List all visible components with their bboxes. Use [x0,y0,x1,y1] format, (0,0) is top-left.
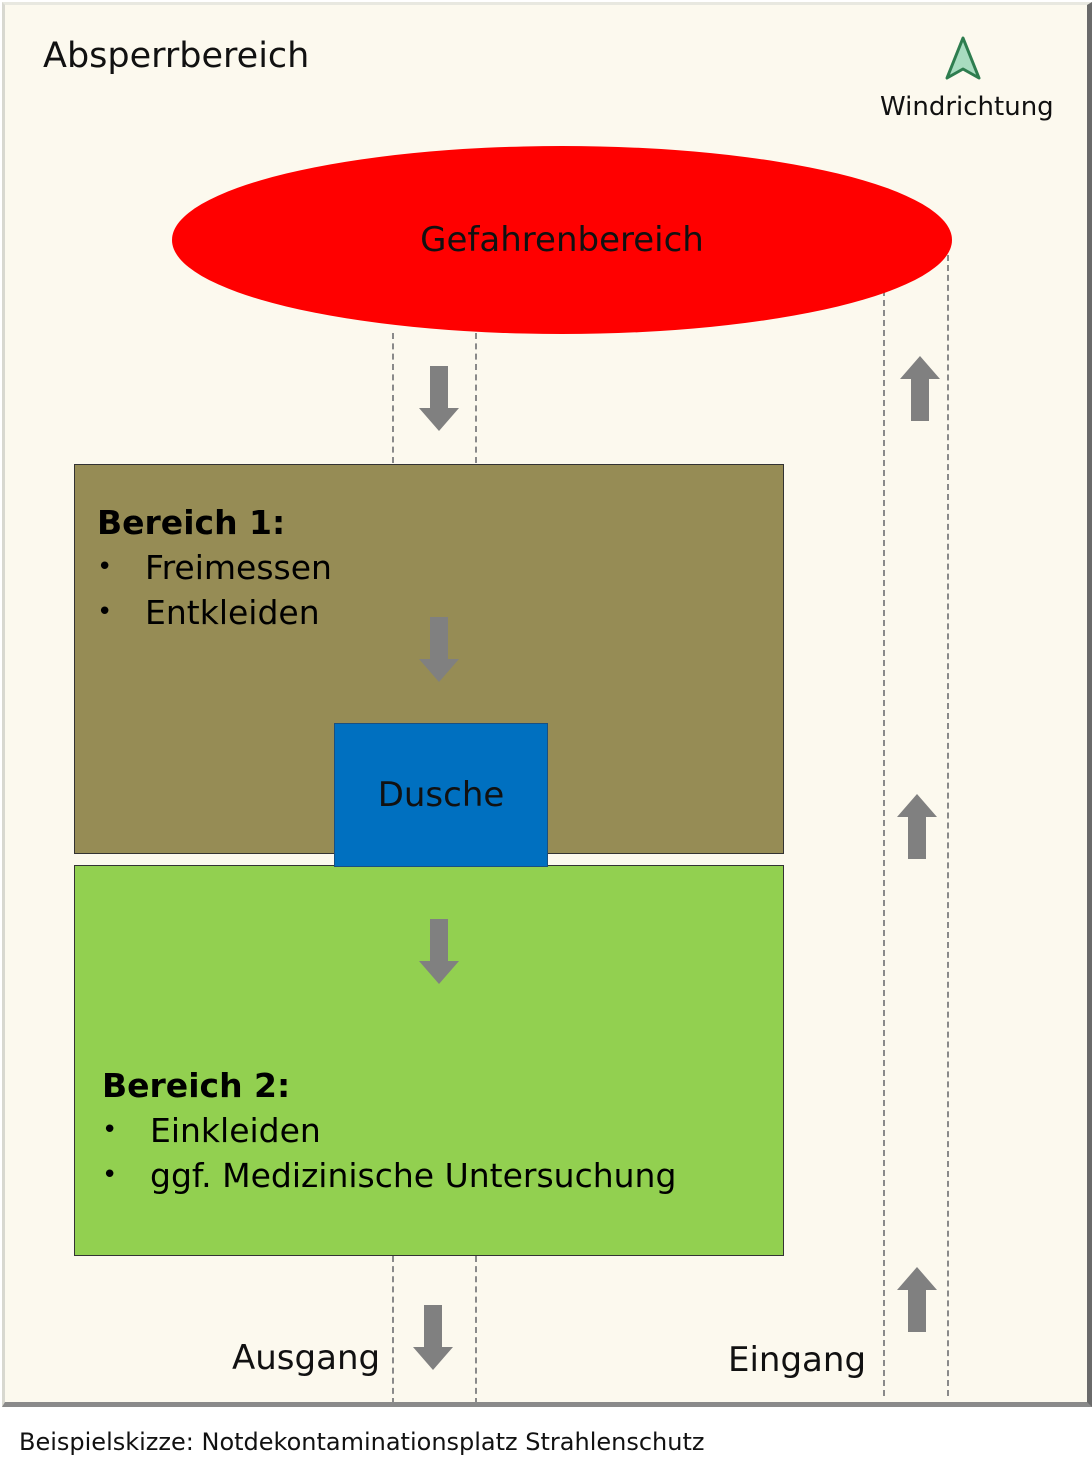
arrow-up-icon [900,356,940,421]
exit-path-line [475,333,477,463]
arrow-down-icon [413,1305,453,1370]
list-item: Freimessen [97,545,332,590]
list-item: Entkleiden [97,590,332,635]
shower-label: Dusche [377,775,505,815]
danger-zone-label: Gefahrenbereich [420,220,704,260]
area-2-title: Bereich 2: [102,1066,291,1105]
wind-direction-label: Windrichtung [880,92,1054,122]
area-2: Bereich 2: Einkleidenggf. Medizinische U… [74,865,784,1256]
arrow-down-icon [419,366,459,431]
danger-zone: Gefahrenbereich [172,146,952,334]
arrow-down-icon [419,919,459,984]
exit-path-line [392,333,394,463]
shower-area: Dusche [334,723,548,867]
arrow-up-icon [897,794,937,859]
entry-path-line [947,255,949,1396]
area-1-title: Bereich 1: [97,503,286,542]
entry-label: Eingang [728,1340,867,1380]
exit-path-line [392,1256,394,1404]
exit-label: Ausgang [232,1338,381,1378]
arrow-down-icon [419,617,459,682]
exit-path-line [475,1256,477,1404]
list-item: Einkleiden [102,1108,676,1153]
entry-path-line [883,290,885,1396]
arrow-up-icon [897,1267,937,1332]
zone-title: Absperrbereich [43,36,310,76]
caption: Beispielskizze: Notdekontaminationsplatz… [19,1428,705,1456]
north-arrow-icon [945,36,981,80]
list-item: ggf. Medizinische Untersuchung [102,1153,676,1198]
